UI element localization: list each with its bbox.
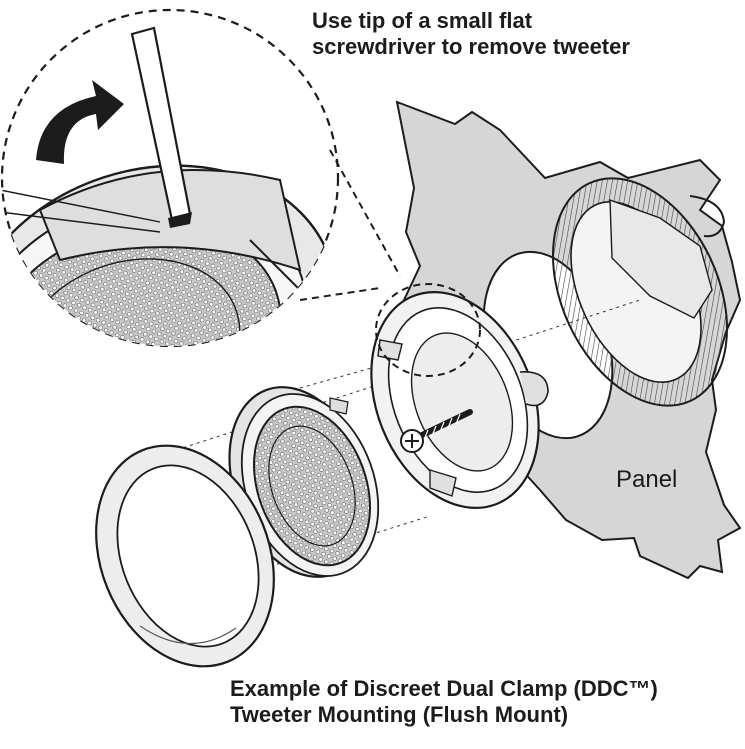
- example-line-1: Example of Discreet Dual Clamp (DDC™): [230, 676, 658, 701]
- example-caption: Example of Discreet Dual Clamp (DDC™) Tw…: [230, 676, 658, 729]
- instruction-line-1: Use tip of a small flat: [312, 8, 533, 33]
- panel-label: Panel: [616, 466, 678, 493]
- example-line-2: Tweeter Mounting (Flush Mount): [230, 702, 569, 728]
- flat-screwdriver-icon: [130, 26, 192, 228]
- instruction-caption: Use tip of a small flat screwdriver to r…: [312, 8, 630, 61]
- instruction-line-2: screwdriver to remove tweeter: [312, 34, 630, 60]
- mounting-cup: [551, 177, 729, 407]
- mounting-screw: [400, 409, 473, 453]
- clamp-ring: [370, 291, 549, 509]
- trim-ring: [95, 444, 275, 668]
- tweeter: [228, 386, 380, 578]
- curved-arrow-icon: [36, 80, 124, 164]
